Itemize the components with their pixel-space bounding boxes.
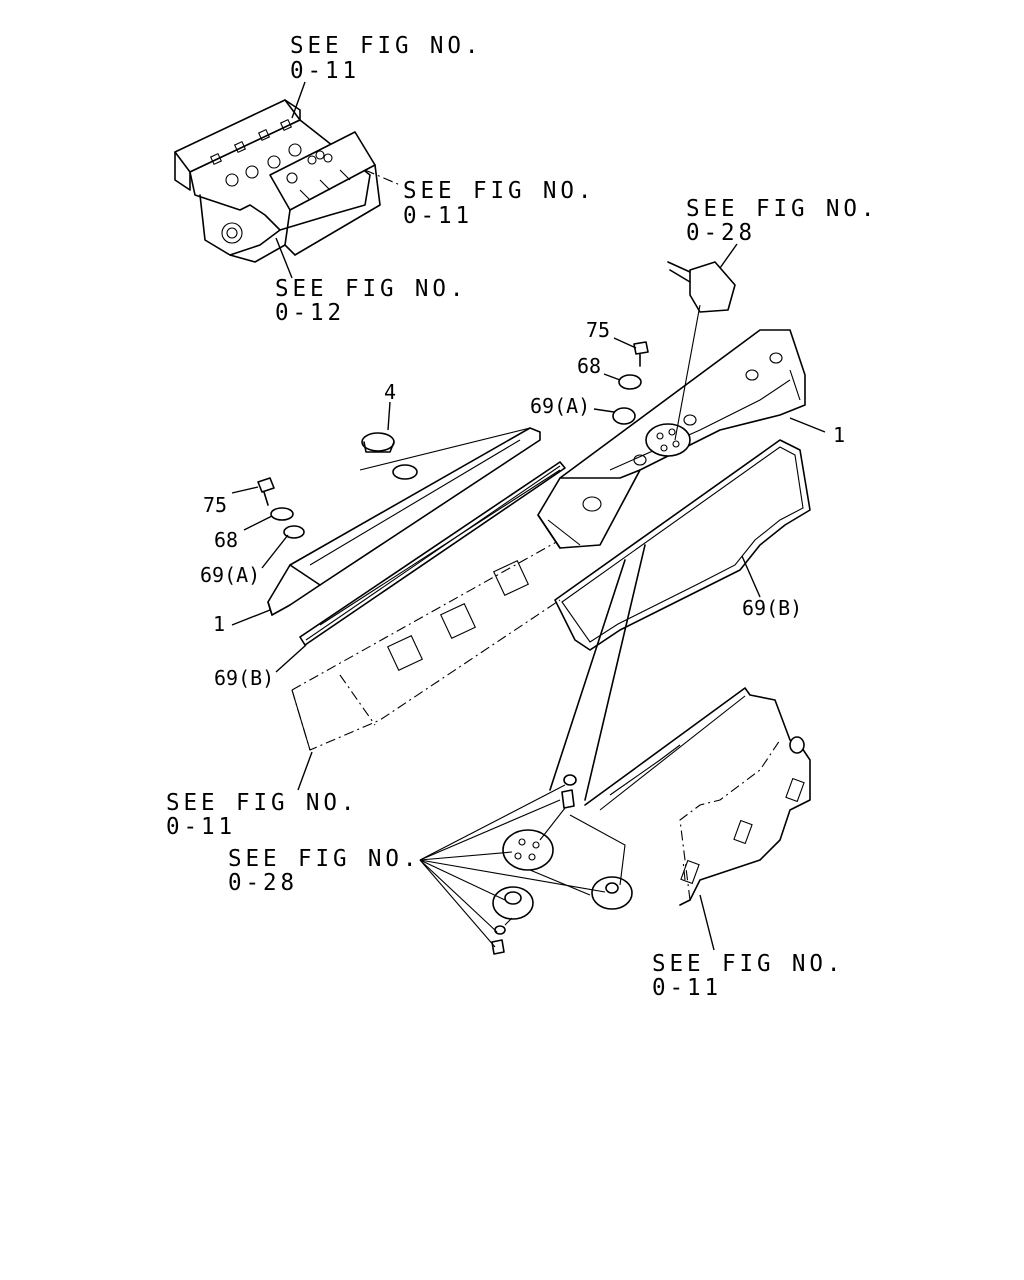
leader-fig-0-11-top	[291, 81, 306, 119]
fig-0-11-left-line1: SEE FIG NO.	[166, 790, 359, 816]
leader-fig-0-11-bottom	[699, 894, 715, 951]
part-69b-left: 69(B)	[214, 666, 275, 690]
leader-p75-right	[613, 337, 637, 349]
part-69a-right: 69(A)	[530, 394, 591, 418]
right-bolt-75	[633, 341, 649, 367]
fig-0-11-bottom-line2: 0-11	[652, 975, 722, 1001]
oil-filler-cap-4	[361, 432, 418, 480]
leader-p69a-right	[593, 408, 615, 413]
pcv-valve	[667, 261, 736, 441]
fig-0-11-bottom-line1: SEE FIG NO.	[652, 951, 845, 977]
fastener-group	[419, 774, 633, 955]
right-washer-68	[618, 374, 642, 390]
leader-fig-0-28-top	[719, 243, 738, 269]
leader-p68-left	[243, 515, 273, 531]
engine-assembly-illustration	[174, 99, 401, 263]
leader-fig-0-12	[275, 237, 293, 279]
left-grommet-69a	[283, 525, 305, 539]
fig-0-11-top-line1: SEE FIG NO.	[290, 33, 483, 59]
fig-0-11-left-line2: 0-11	[166, 814, 236, 840]
part-68-left: 68	[214, 528, 239, 552]
part-68-right: 68	[577, 354, 602, 378]
fig-0-11-mid-line2: 0-11	[403, 203, 473, 229]
fig-0-28-bottom-line1: SEE FIG NO.	[228, 846, 421, 872]
left-bolt-75	[257, 477, 275, 506]
fig-0-28-top-line2: 0-28	[686, 220, 756, 246]
leader-p69b-left	[275, 644, 307, 673]
fig-0-28-top-line1: SEE FIG NO.	[686, 196, 879, 222]
part-69b-right: 69(B)	[742, 596, 803, 620]
fig-0-11-top-line2: 0-11	[290, 58, 360, 84]
part-75-right: 75	[586, 318, 611, 342]
leader-p4	[387, 401, 391, 431]
left-rocker-cover	[267, 427, 541, 616]
leader-p1-right	[789, 417, 826, 433]
leader-fig-0-11-left	[297, 751, 313, 791]
left-gasket-69b	[299, 461, 566, 646]
leader-p69a-left	[261, 534, 289, 569]
leader-p69b-right	[741, 555, 761, 598]
leader-p75-left	[231, 486, 259, 494]
guide-line-right	[584, 544, 646, 801]
right-cylinder-head	[584, 687, 811, 906]
leader-p68-right	[603, 373, 621, 381]
fig-0-12-line1: SEE FIG NO.	[275, 276, 468, 302]
part-1-left: 1	[213, 612, 226, 636]
part-69a-left: 69(A)	[200, 563, 261, 587]
fig-0-11-mid-line1: SEE FIG NO.	[403, 178, 596, 204]
leader-p1-left	[231, 609, 271, 626]
part-1-right: 1	[833, 423, 846, 447]
guide-line-left	[549, 559, 626, 791]
left-cylinder-head-outline	[291, 539, 561, 751]
part-4: 4	[384, 380, 397, 404]
right-rocker-cover	[537, 329, 806, 549]
right-grommet-69a	[612, 407, 636, 425]
fig-0-28-bottom-line2: 0-28	[228, 870, 298, 896]
part-75-left: 75	[203, 493, 228, 517]
fig-0-12-line2: 0-12	[275, 300, 345, 326]
right-gasket-69b	[554, 439, 811, 651]
left-washer-68	[270, 507, 294, 521]
